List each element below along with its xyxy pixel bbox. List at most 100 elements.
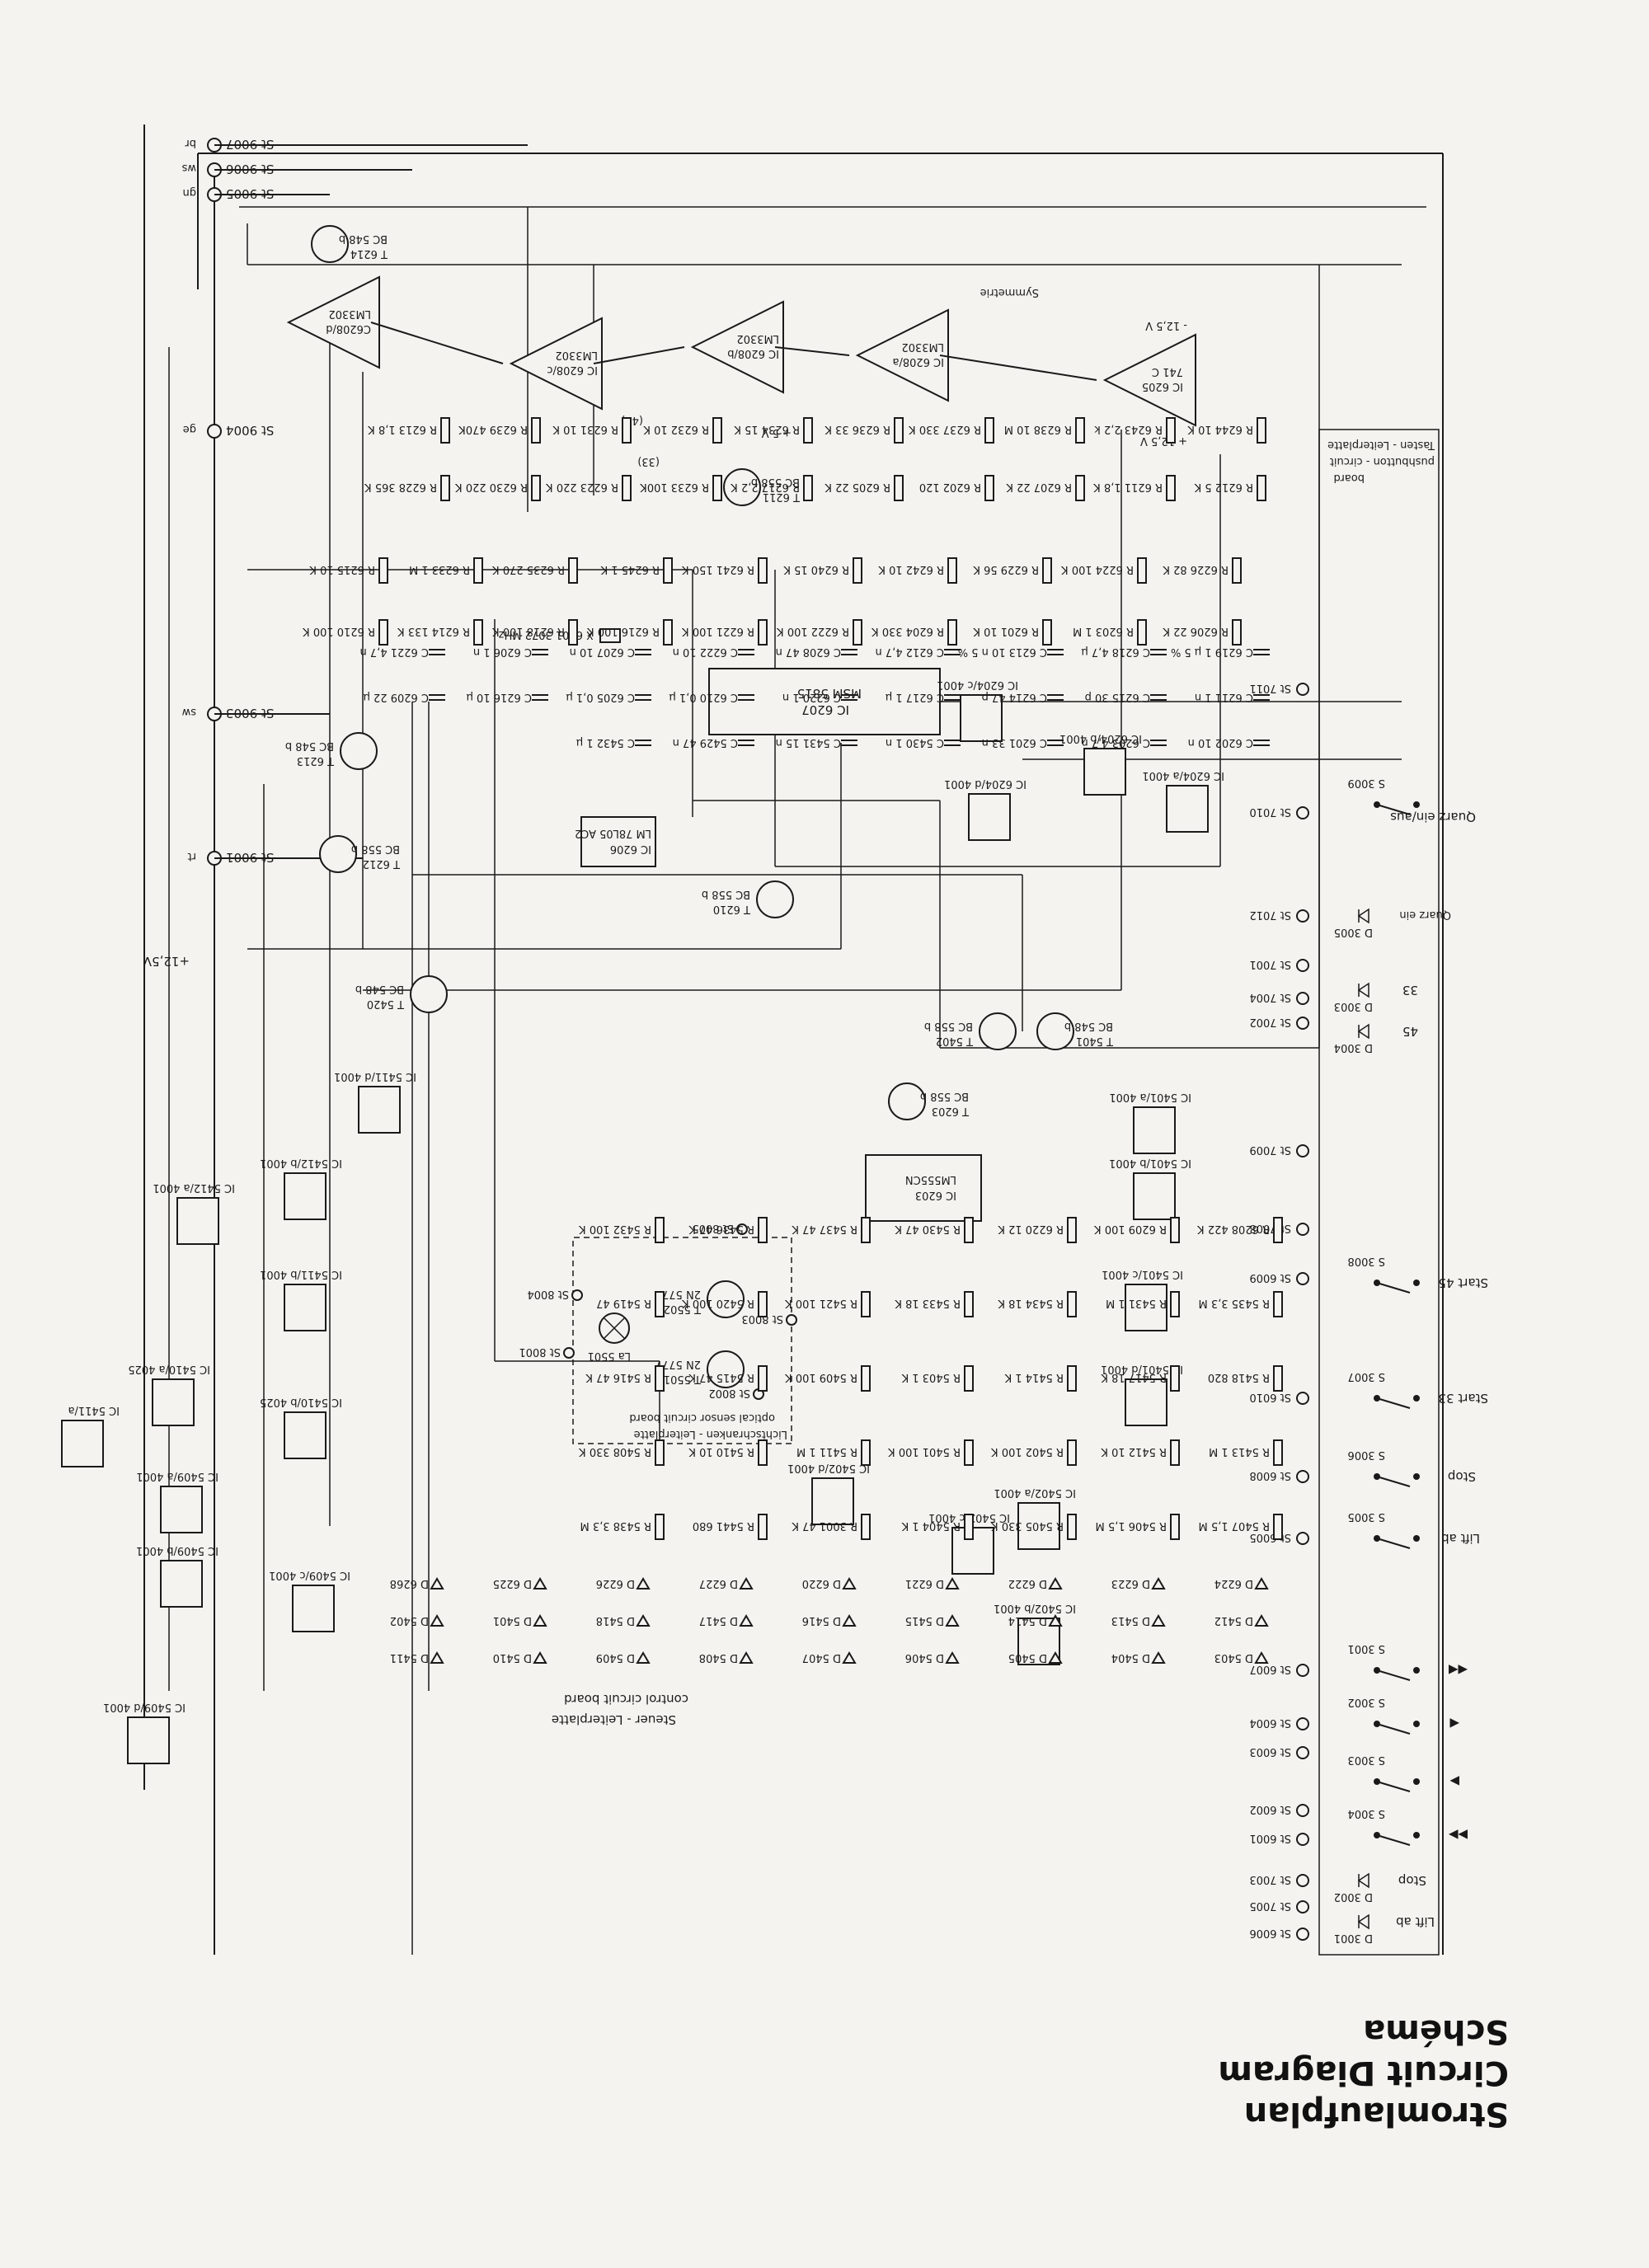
resistor-11: R 6206 22 K — [1163, 619, 1242, 646]
sensor-connector-st8004[interactable]: St 8004 — [527, 1288, 583, 1301]
resistor-label: R 6234 15 K — [734, 423, 800, 435]
connector-st7012[interactable]: St 7012 — [1249, 909, 1309, 923]
diode-10: D 5412 — [1214, 1614, 1269, 1627]
diode-2: D 6223 — [1111, 1577, 1166, 1589]
diode-21: D 5405 — [1008, 1651, 1063, 1664]
gate-label: IC 5412/b 4001 — [260, 1157, 342, 1169]
resistor-label: R 5404 1 K — [901, 1519, 961, 1532]
switch-s3001[interactable]: S 3001 ◀◀ — [1348, 1642, 1468, 1681]
gate-6204b: IC 6204/b 4001 — [1059, 732, 1142, 796]
connector-st6001[interactable]: St 6001 — [1249, 1832, 1309, 1846]
led-d3002: D 3002 Stop — [1334, 1872, 1426, 1903]
resistor-label: R 5433 18 K — [895, 1297, 961, 1309]
resistor-14: R 6204 330 K — [871, 619, 957, 646]
connector-st6009[interactable]: St 6009 — [1249, 1271, 1309, 1285]
switch-label: Quarz ein/aus — [1390, 810, 1476, 824]
resistor-18: R 6218 100 K — [492, 619, 578, 646]
capacitor-22: C 5430 1 n — [886, 736, 961, 749]
connector-st7002[interactable]: St 7002 — [1249, 1016, 1309, 1030]
led-ref: D 3005 — [1334, 926, 1373, 938]
connector-st9004[interactable]: St 9004 ge — [183, 423, 275, 439]
connector-label: St 7005 — [1249, 1899, 1291, 1912]
resistor-8: R 5435 3,3 M — [1199, 1291, 1283, 1317]
switch-s3002[interactable]: S 3002 ◀ — [1348, 1696, 1459, 1735]
led-label: Quarz ein — [1399, 909, 1451, 921]
resistor-label: R 6232 10 K — [643, 423, 709, 435]
ic-6203: IC 6203 LM555CN — [865, 1154, 982, 1222]
connector-st6002[interactable]: St 6002 — [1249, 1803, 1309, 1817]
connector-st6003[interactable]: St 6003 — [1249, 1745, 1309, 1759]
sensor-connector-st8002[interactable]: St 8002 — [708, 1387, 764, 1400]
connector-st6004[interactable]: St 6004 — [1249, 1716, 1309, 1730]
sensor-connector-st8003[interactable]: St 8003 — [741, 1312, 797, 1326]
connector-st7005[interactable]: St 7005 — [1249, 1899, 1309, 1913]
gate-label: IC 5409/d 4001 — [103, 1701, 186, 1713]
transistor-type: BC 558 b — [924, 1020, 973, 1032]
transistor-type: BC 548 b — [1064, 1020, 1113, 1032]
gate-label: IC 5409/a 4001 — [136, 1470, 218, 1482]
resistor-17: R 6216 100 K — [587, 619, 673, 646]
connector-label: St 6004 — [1249, 1716, 1291, 1729]
resistor-10: R 5434 18 K — [998, 1291, 1077, 1317]
resistor-label: R 6221 100 K — [682, 625, 754, 637]
connector-st6006[interactable]: St 6006 — [1249, 1927, 1309, 1941]
connector-st7004[interactable]: St 7004 — [1249, 991, 1309, 1005]
diode-label: D 5414 — [1008, 1614, 1047, 1627]
connector-st7009[interactable]: St 7009 — [1249, 1143, 1309, 1157]
wire-color: br — [185, 137, 196, 149]
capacitor-7: C 6207 10 n — [570, 646, 651, 658]
resistor-label: R 6210 100 K — [303, 625, 375, 637]
diode-label: D 5403 — [1214, 1651, 1253, 1664]
resistor-label: R 6240 15 K — [783, 563, 849, 575]
resistor-9: R 6239 470K — [458, 417, 541, 444]
gate-label: IC 5412/a 4001 — [153, 1181, 235, 1194]
opamp-type: LM3302 — [901, 340, 944, 353]
gate-5409d: IC 5409/d 4001 — [103, 1701, 186, 1764]
diode-9: D 6268 — [390, 1577, 444, 1589]
switch-s3008[interactable]: S 3008 Start 45 — [1348, 1255, 1488, 1294]
switch-s3009[interactable]: S 3009 Quarz ein/aus — [1348, 777, 1476, 824]
gate-5410a: IC 5410/a 4025 — [128, 1363, 210, 1426]
connector-st6008[interactable]: St 6008 — [1249, 1469, 1309, 1483]
resistor-2: R 6224 100 K — [1061, 557, 1147, 584]
connector-st7003[interactable]: St 7003 — [1249, 1873, 1309, 1887]
switch-s3006[interactable]: S 3006 Stop — [1348, 1449, 1476, 1487]
control-board-label-de: Steuer - Leiterplatte — [552, 1712, 676, 1727]
diode-11: D 5413 — [1111, 1614, 1166, 1627]
connector-st7010[interactable]: St 7010 — [1249, 805, 1309, 819]
resistor-label: R 6208 422 K — [1197, 1223, 1270, 1235]
switch-ref: S 3008 — [1348, 1255, 1385, 1267]
switch-s3003[interactable]: S 3003 ▶ — [1348, 1754, 1459, 1792]
resistor-label: R 6226 82 K — [1163, 563, 1229, 575]
connector-label: St 7001 — [1249, 958, 1291, 970]
gate-label: IC 5411/d 4001 — [334, 1070, 416, 1082]
capacitor-label: C 6216 10 µ — [467, 691, 532, 703]
connector-st7001[interactable]: St 7001 — [1249, 958, 1309, 972]
connector-label: St 7010 — [1249, 805, 1291, 818]
resistor-24: R 5402 100 K — [991, 1439, 1077, 1466]
connector-st7011[interactable]: St 7011 — [1249, 682, 1309, 696]
resistor-label: R 5410 10 K — [688, 1445, 754, 1458]
gate-6204d: IC 6204/d 4001 — [944, 777, 1027, 841]
connector-st6007[interactable]: St 6007 — [1249, 1663, 1309, 1677]
connector-label: St 7009 — [1249, 1143, 1291, 1156]
transistor-ref: T 6210 — [713, 903, 751, 915]
diode-14: D 5416 — [802, 1614, 857, 1627]
diode-18: D 5402 — [390, 1614, 444, 1627]
resistor-12: R 6203 1 M — [1073, 619, 1147, 646]
resistor-label: R 6230 220 K — [455, 481, 528, 493]
switch-s3004[interactable]: S 3004 ▶▶ — [1348, 1807, 1468, 1846]
connector-label: St 6008 — [1249, 1469, 1291, 1481]
resistor-7: R 6232 10 K — [643, 417, 722, 444]
capacitor-21: C 6201 33 n — [982, 736, 1064, 749]
sensor-connector-st8001[interactable]: St 8001 — [519, 1345, 575, 1359]
resistor-label: R 6233 100K — [640, 481, 709, 493]
connector-label: St 6009 — [1249, 1271, 1291, 1284]
switch-s3007[interactable]: S 3007 Start 33 — [1348, 1370, 1488, 1409]
resistor-label: R 6204 330 K — [871, 625, 944, 637]
switch-s3005[interactable]: S 3005 Lift ab — [1348, 1510, 1480, 1549]
connector-st6010[interactable]: St 6010 — [1249, 1391, 1309, 1405]
sensor-connector-st8005[interactable]: St 8005 — [692, 1222, 748, 1235]
